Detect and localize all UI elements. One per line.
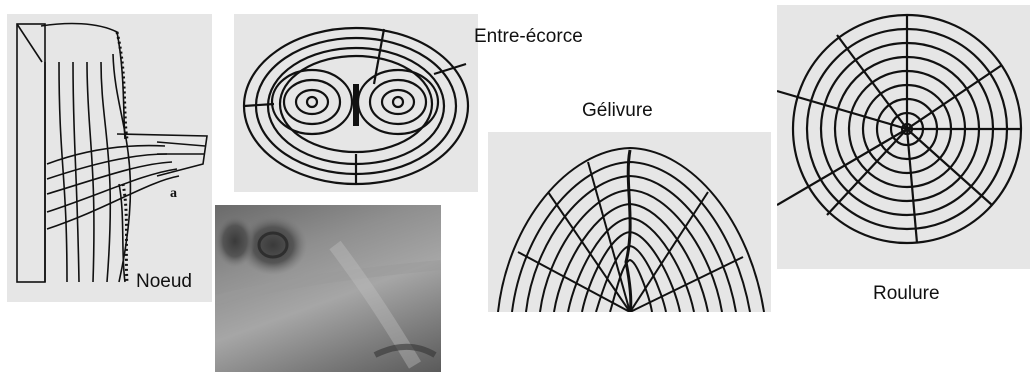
- roulure-figure: [777, 5, 1030, 269]
- frost-crack-cross-section-icon: [488, 132, 771, 312]
- gelivure-label: Gélivure: [582, 100, 653, 122]
- knot-marker: a: [170, 186, 177, 202]
- roulure-label: Roulure: [873, 283, 940, 305]
- knot-photo: [215, 205, 441, 372]
- entre-ecorce-figure: [234, 14, 478, 192]
- noeud-figure: a: [7, 14, 212, 302]
- ring-shake-cross-section-icon: [777, 5, 1030, 269]
- gelivure-figure: [488, 132, 771, 312]
- wood-knot-photograph-icon: [215, 205, 441, 372]
- knot-longitudinal-section-icon: [7, 14, 212, 302]
- double-pith-cross-section-icon: [234, 14, 478, 192]
- entre-ecorce-label: Entre-écorce: [474, 26, 583, 48]
- noeud-label: Noeud: [136, 271, 192, 293]
